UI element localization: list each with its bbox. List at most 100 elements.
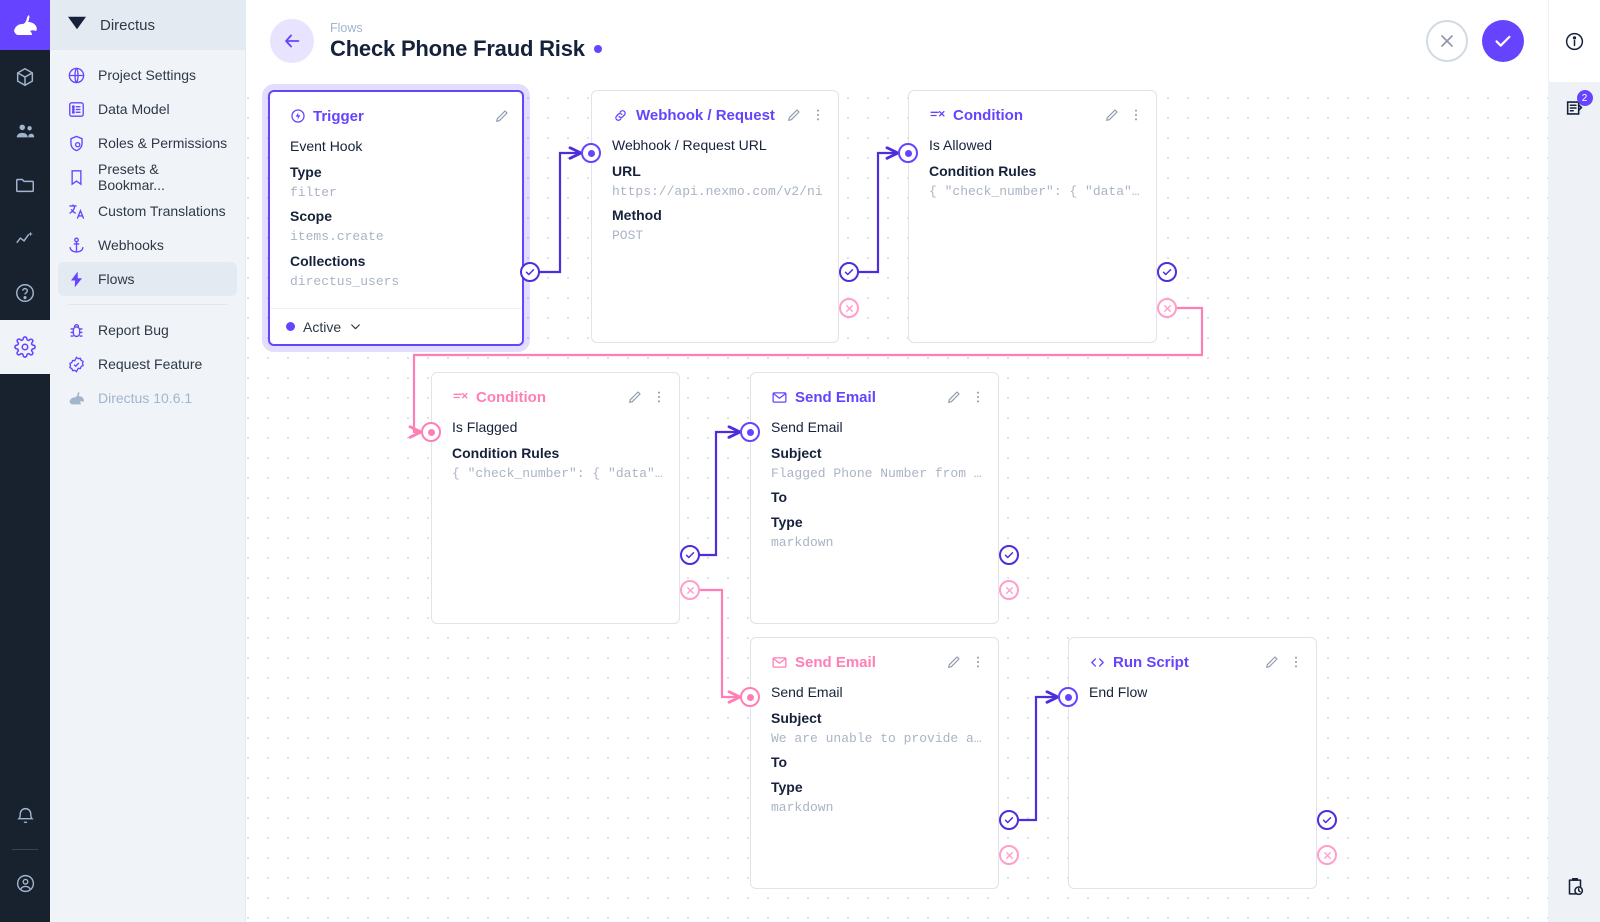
- module-rail-items: [0, 50, 50, 374]
- condition-flagged-error-handle[interactable]: [680, 580, 700, 600]
- condition-flagged-success-handle[interactable]: [680, 545, 700, 565]
- more-vertical-icon[interactable]: [970, 654, 986, 670]
- trigger-success-handle[interactable]: [520, 262, 540, 282]
- people-icon[interactable]: [0, 104, 50, 158]
- flow-node-condition-is-allowed[interactable]: Condition Is Allowed Condition Rules { "…: [908, 90, 1157, 343]
- field-value: We are unable to provide a…: [771, 730, 982, 746]
- cancel-button[interactable]: [1426, 20, 1468, 62]
- send-email-flagged-success-handle[interactable]: [999, 545, 1019, 565]
- run-script-success-handle[interactable]: [1317, 810, 1337, 830]
- field-label: To: [771, 489, 788, 506]
- webhook-input-handle[interactable]: [581, 143, 601, 163]
- title-row: Check Phone Fraud Risk: [330, 36, 602, 62]
- edit-pencil-icon[interactable]: [786, 107, 802, 123]
- activity-clipboard-icon[interactable]: [1548, 852, 1600, 922]
- sidebar-item-data-model[interactable]: Data Model: [58, 92, 237, 126]
- right-sidebar: 2: [1548, 0, 1600, 922]
- run-script-error-handle[interactable]: [1317, 845, 1337, 865]
- node-status-label: Active: [303, 318, 342, 335]
- sidebar-item-label: Report Bug: [98, 322, 169, 338]
- module-rail: [0, 0, 50, 922]
- help-circle-icon[interactable]: [0, 266, 50, 320]
- sidebar-item-custom-translations[interactable]: Custom Translations: [58, 194, 237, 228]
- condition-allowed-input-handle[interactable]: [898, 143, 918, 163]
- right-sidebar-fill: [1548, 134, 1600, 852]
- back-button[interactable]: [270, 19, 314, 63]
- node-type-label: Run Script: [1113, 653, 1189, 671]
- node-body: Is Allowed Condition Rules { "check_numb…: [909, 131, 1156, 211]
- edit-pencil-icon[interactable]: [946, 654, 962, 670]
- run-script-input-handle[interactable]: [1058, 687, 1078, 707]
- flow-node-send-email-unable[interactable]: Send Email Send Email Subject We are una…: [750, 637, 999, 889]
- condition-allowed-error-handle[interactable]: [1157, 298, 1177, 318]
- more-vertical-icon[interactable]: [651, 389, 667, 405]
- flow-canvas[interactable]: Flows Check Phone Fraud Risk: [246, 0, 1548, 922]
- chevron-down-icon[interactable]: [349, 320, 362, 333]
- field-label: Collections: [290, 252, 366, 269]
- field-label: Type: [771, 514, 803, 531]
- edit-pencil-icon[interactable]: [946, 389, 962, 405]
- shield-key-icon: [66, 133, 86, 153]
- flow-node-send-email-flagged[interactable]: Send Email Send Email Subject Flagged Ph…: [750, 372, 999, 624]
- sidebar-item-request-feature[interactable]: Request Feature: [58, 347, 237, 381]
- field-label: Scope: [290, 208, 333, 225]
- sidebar-item-label: Data Model: [98, 101, 170, 117]
- send-email-unable-input-handle[interactable]: [740, 687, 760, 707]
- flow-node-run-script[interactable]: Run Script End Flow: [1068, 637, 1317, 889]
- more-vertical-icon[interactable]: [970, 389, 986, 405]
- more-vertical-icon[interactable]: [810, 107, 826, 123]
- field-label: Condition Rules: [452, 444, 560, 461]
- node-header: Condition: [432, 373, 679, 413]
- webhook-success-handle[interactable]: [839, 262, 859, 282]
- flow-node-trigger[interactable]: Trigger Event Hook Type filter Scope ite…: [268, 90, 524, 346]
- node-name: Is Allowed: [929, 137, 993, 153]
- send-email-unable-error-handle[interactable]: [999, 845, 1019, 865]
- right-sidebar-info-row: [1549, 0, 1600, 82]
- flow-topbar: Flows Check Phone Fraud Risk: [246, 0, 1548, 82]
- more-vertical-icon[interactable]: [1128, 107, 1144, 123]
- save-button[interactable]: [1482, 20, 1524, 62]
- field-label: Type: [290, 163, 322, 180]
- edit-pencil-icon[interactable]: [1104, 107, 1120, 123]
- edit-pencil-icon[interactable]: [494, 108, 510, 124]
- sidebar-item-project-settings[interactable]: Project Settings: [58, 58, 237, 92]
- node-header: Send Email: [751, 373, 998, 413]
- node-footer[interactable]: Active: [270, 308, 522, 344]
- sidebar-item-roles-permissions[interactable]: Roles & Permissions: [58, 126, 237, 160]
- flow-node-webhook[interactable]: Webhook / Request U Webhook / Request UR…: [591, 90, 839, 343]
- webhook-error-handle[interactable]: [839, 298, 859, 318]
- send-email-flagged-input-handle[interactable]: [740, 422, 760, 442]
- account-circle-icon[interactable]: [0, 856, 50, 910]
- send-email-flagged-error-handle[interactable]: [999, 580, 1019, 600]
- flow-logs-icon[interactable]: 2: [1548, 82, 1600, 134]
- link-icon: [612, 107, 629, 124]
- send-email-unable-success-handle[interactable]: [999, 810, 1019, 830]
- condition-flagged-input-handle[interactable]: [421, 422, 441, 442]
- node-body: Webhook / Request URL URL https://api.ne…: [592, 131, 838, 256]
- field-value: { "check_number": { "data"…: [929, 183, 1140, 199]
- node-header-actions: [786, 107, 826, 123]
- mail-icon: [771, 389, 788, 406]
- edit-pencil-icon[interactable]: [627, 389, 643, 405]
- breadcrumb[interactable]: Flows: [330, 20, 363, 35]
- flow-node-condition-is-flagged[interactable]: Condition Is Flagged Condition Rules { "…: [431, 372, 680, 624]
- more-vertical-icon[interactable]: [1288, 654, 1304, 670]
- edit-pencil-icon[interactable]: [1264, 654, 1280, 670]
- sidebar-item-presets-bookmarks[interactable]: Presets & Bookmar...: [58, 160, 237, 194]
- box-icon[interactable]: [0, 50, 50, 104]
- sidebar-item-webhooks[interactable]: Webhooks: [58, 228, 237, 262]
- info-icon[interactable]: [1549, 15, 1600, 67]
- page-title: Check Phone Fraud Risk: [330, 36, 585, 62]
- condition-allowed-success-handle[interactable]: [1157, 262, 1177, 282]
- rabbit-logo-icon[interactable]: [0, 0, 50, 50]
- folder-icon[interactable]: [0, 158, 50, 212]
- gear-icon[interactable]: [0, 320, 50, 374]
- page-title-group: Flows Check Phone Fraud Risk: [330, 20, 602, 62]
- node-body: Send Email Subject We are unable to prov…: [751, 678, 998, 828]
- node-header: Trigger: [270, 92, 522, 132]
- sidebar-item-flows[interactable]: Flows: [58, 262, 237, 296]
- analytics-icon[interactable]: [0, 212, 50, 266]
- bell-icon[interactable]: [0, 789, 50, 843]
- node-header: Webhook / Request U: [592, 91, 838, 131]
- sidebar-item-report-bug[interactable]: Report Bug: [58, 313, 237, 347]
